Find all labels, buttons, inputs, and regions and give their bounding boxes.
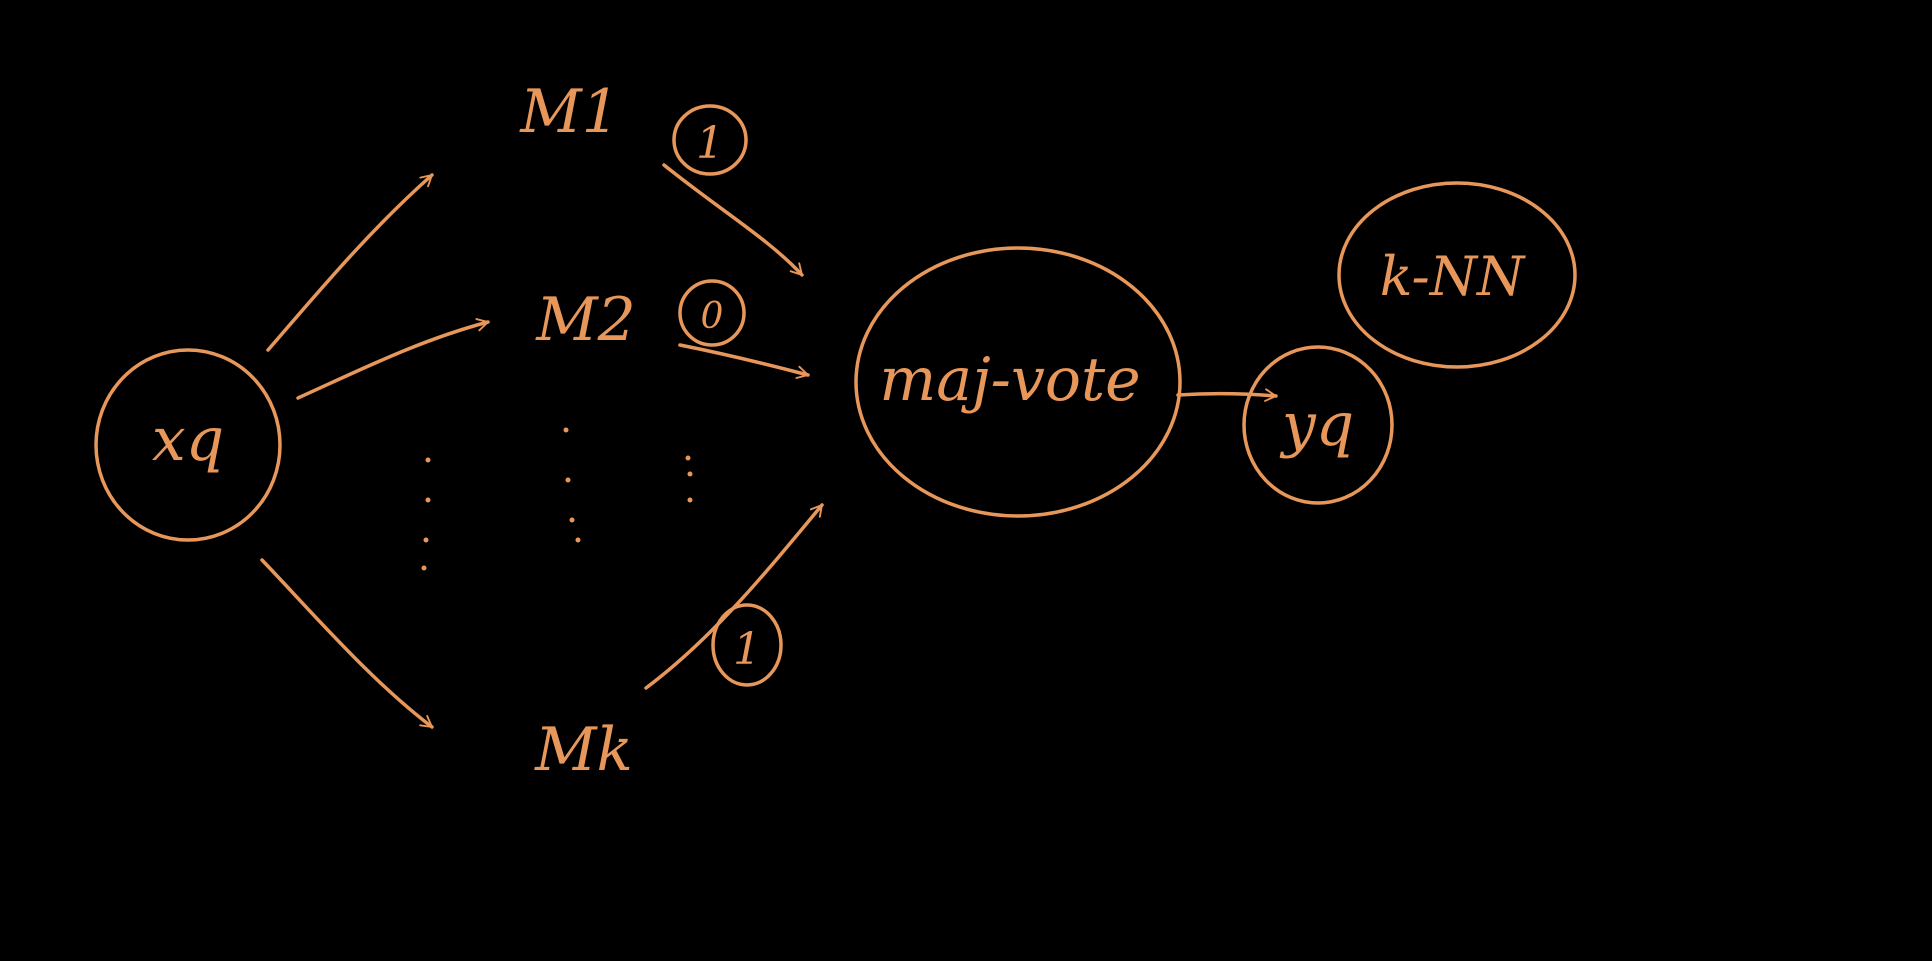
- vote-badge-circle: [711, 603, 783, 687]
- model-labels: M1 M2 Mk: [519, 77, 636, 785]
- vote-badge-mk: 1: [711, 603, 783, 687]
- ellipsis-dot: [565, 477, 571, 483]
- model-label-mk: Mk: [534, 715, 633, 785]
- ellipsis-dot: [425, 497, 431, 503]
- arrow-mk-to-majvote: [644, 503, 824, 690]
- ellipsis-dot: [423, 537, 429, 543]
- ellipsis-dot: [569, 517, 575, 523]
- ellipsis-dot: [421, 565, 427, 571]
- vote-badge-m2: 0: [678, 279, 746, 347]
- vote-value-m2: 0: [701, 296, 724, 337]
- ellipsis-dot: [563, 427, 569, 433]
- arrow-xq-to-m1: [266, 173, 434, 352]
- note-label: k-NN: [1380, 245, 1526, 308]
- ellipsis-dot: [687, 497, 693, 503]
- output-node: yq: [1242, 345, 1394, 505]
- input-node-circle: [94, 348, 282, 542]
- ellipsis-dots: [421, 427, 693, 571]
- output-node-label: yq: [1279, 390, 1354, 460]
- model-label-m1: M1: [519, 77, 620, 147]
- vote-badge-circle: [672, 104, 748, 176]
- vote-value-m1: 1: [696, 118, 724, 169]
- arrow-xq-to-mk: [260, 558, 434, 729]
- model-label-m2: M2: [535, 285, 636, 355]
- aggregator-circle: [854, 246, 1182, 518]
- ellipsis-dot: [685, 455, 691, 461]
- arrow-majvote-to-output: [1176, 388, 1278, 402]
- input-node: xq: [94, 348, 282, 542]
- aggregator-label: maj-vote: [879, 345, 1140, 415]
- vote-badge-circle: [678, 279, 746, 347]
- aggregator-node: maj-vote: [854, 246, 1182, 518]
- arrow-m1-to-majvote: [662, 163, 804, 277]
- ellipsis-dot: [425, 457, 431, 463]
- input-arrows: [260, 173, 490, 729]
- ellipsis-dot: [575, 537, 581, 543]
- ellipsis-dot: [687, 471, 693, 477]
- vote-arrows: [644, 163, 824, 690]
- output-node-circle: [1242, 345, 1394, 505]
- vote-value-mk: 1: [733, 624, 761, 675]
- note-bubble-circle: [1337, 181, 1577, 369]
- note-bubble: k-NN: [1337, 181, 1577, 369]
- vote-badge-m1: 1: [672, 104, 748, 176]
- arrow-xq-to-m2: [296, 318, 490, 400]
- input-node-label: xq: [152, 405, 224, 475]
- arrow-m2-to-majvote: [678, 343, 810, 379]
